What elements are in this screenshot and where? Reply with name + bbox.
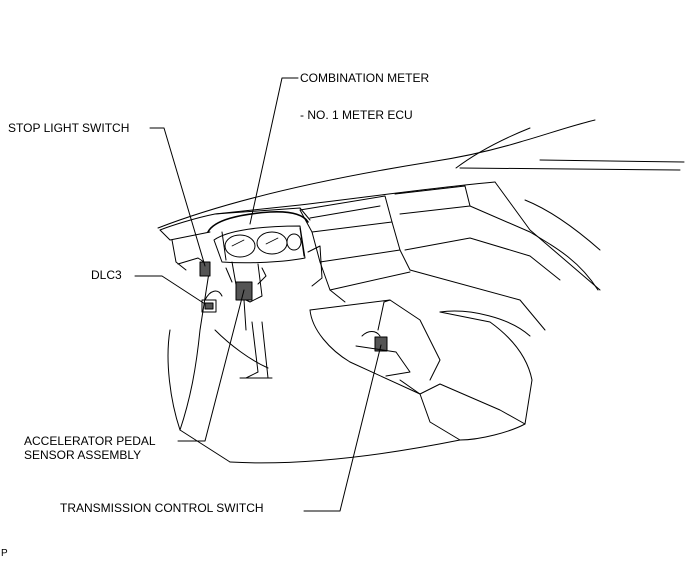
leader-stop-light-switch (149, 127, 206, 267)
combination-meter-shape (207, 211, 309, 264)
windshield-outline (157, 119, 685, 229)
left-dash-panel (167, 257, 461, 464)
center-stack (299, 185, 471, 303)
accelerator-pedal-label-line1: ACCELERATOR PEDAL (24, 434, 156, 448)
leader-accelerator-pedal (177, 289, 245, 442)
leader-combination-meter (249, 77, 299, 225)
leader-lines (134, 77, 382, 512)
dlc3-label: DLC3 (91, 268, 122, 282)
corner-code: P (1, 548, 8, 559)
center-console (309, 299, 533, 441)
leader-transmission-control-switch (303, 344, 382, 512)
dlc3-part (201, 299, 217, 313)
combination-meter-label: COMBINATION METER (300, 71, 430, 85)
transmission-control-switch-label: TRANSMISSION CONTROL SWITCH (60, 501, 264, 515)
stop-light-switch-label: STOP LIGHT SWITCH (8, 121, 130, 135)
accelerator-pedal-label-line2: SENSOR ASSEMBLY (24, 448, 142, 462)
floor-and-pedal (239, 321, 273, 379)
leader-dlc3 (134, 275, 206, 305)
steering-column (225, 261, 267, 331)
right-dashboard (404, 199, 601, 331)
stop-light-switch-part (199, 261, 211, 277)
meter-ecu-label: - NO. 1 METER ECU (300, 108, 413, 122)
dashboard-top (159, 181, 601, 291)
